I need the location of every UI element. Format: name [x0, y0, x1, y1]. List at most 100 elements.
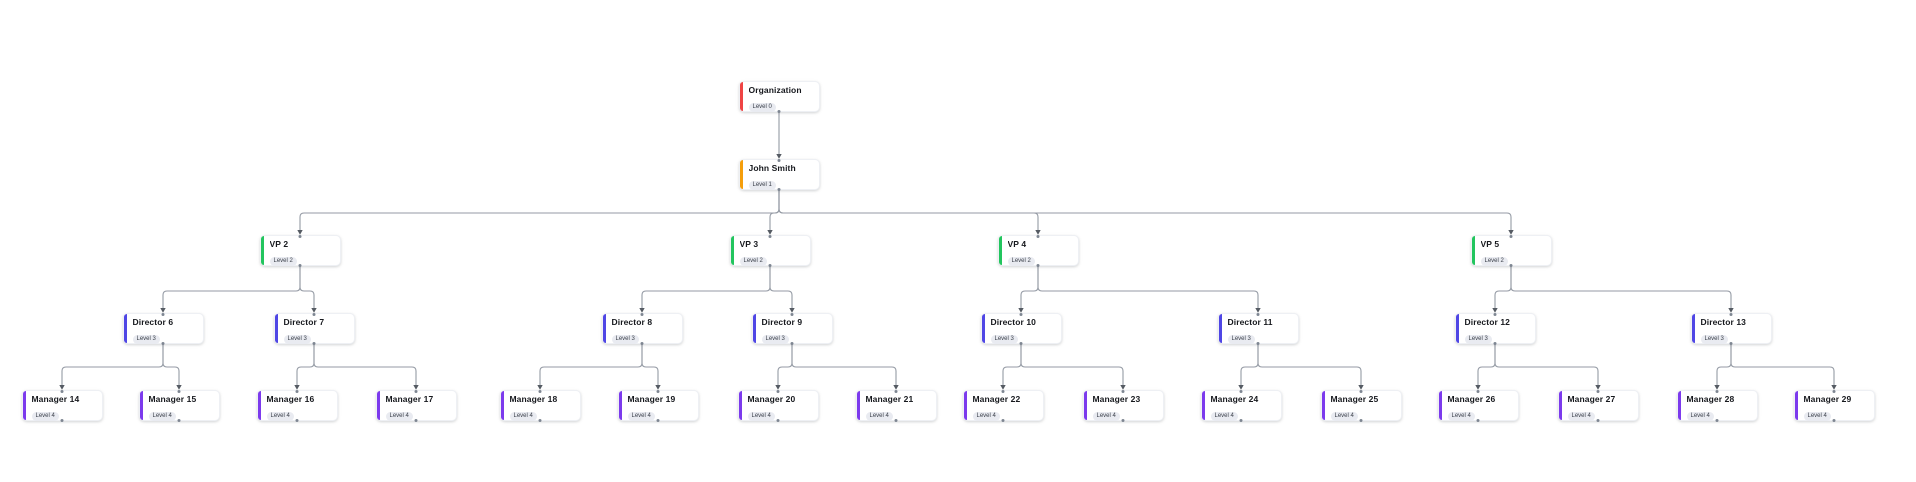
- target-handle[interactable]: [1256, 312, 1260, 316]
- target-handle[interactable]: [414, 389, 418, 393]
- target-handle[interactable]: [1509, 234, 1513, 238]
- target-handle[interactable]: [1239, 389, 1243, 393]
- source-handle[interactable]: [1036, 263, 1040, 267]
- level-accent-bar: [1438, 391, 1442, 420]
- target-handle[interactable]: [640, 312, 644, 316]
- target-handle[interactable]: [298, 234, 302, 238]
- target-handle[interactable]: [1121, 389, 1125, 393]
- source-handle[interactable]: [60, 418, 64, 422]
- source-handle[interactable]: [1256, 341, 1260, 345]
- target-handle[interactable]: [312, 312, 316, 316]
- source-handle[interactable]: [656, 418, 660, 422]
- target-handle[interactable]: [1832, 389, 1836, 393]
- target-handle[interactable]: [656, 389, 660, 393]
- target-handle[interactable]: [894, 389, 898, 393]
- target-handle[interactable]: [777, 158, 781, 162]
- source-handle[interactable]: [1729, 341, 1733, 345]
- source-handle[interactable]: [1832, 418, 1836, 422]
- target-handle[interactable]: [60, 389, 64, 393]
- target-handle[interactable]: [1001, 389, 1005, 393]
- target-handle[interactable]: [768, 234, 772, 238]
- source-handle[interactable]: [768, 263, 772, 267]
- source-handle[interactable]: [1239, 418, 1243, 422]
- level-badge: Level 1: [748, 181, 776, 190]
- source-handle[interactable]: [777, 187, 781, 191]
- source-handle[interactable]: [177, 418, 181, 422]
- source-handle[interactable]: [1001, 418, 1005, 422]
- source-handle[interactable]: [776, 418, 780, 422]
- source-handle[interactable]: [894, 418, 898, 422]
- target-handle[interactable]: [1476, 389, 1480, 393]
- target-handle[interactable]: [1596, 389, 1600, 393]
- node-name: Manager 14: [31, 395, 80, 404]
- source-handle[interactable]: [1493, 341, 1497, 345]
- source-handle[interactable]: [790, 341, 794, 345]
- target-handle[interactable]: [790, 312, 794, 316]
- target-handle[interactable]: [1019, 312, 1023, 316]
- source-handle[interactable]: [298, 263, 302, 267]
- target-handle[interactable]: [295, 389, 299, 393]
- source-handle[interactable]: [312, 341, 316, 345]
- target-handle[interactable]: [1036, 234, 1040, 238]
- edge-director-10-manager-23: [1020, 344, 1124, 386]
- source-handle[interactable]: [295, 418, 299, 422]
- target-handle[interactable]: [776, 389, 780, 393]
- level-accent-bar: [739, 82, 743, 111]
- target-handle[interactable]: [177, 389, 181, 393]
- source-handle[interactable]: [1121, 418, 1125, 422]
- level-badge: Level 4: [1447, 412, 1475, 421]
- source-handle[interactable]: [161, 341, 165, 345]
- edge-arrowhead-icon: [1475, 385, 1481, 390]
- target-handle[interactable]: [1359, 389, 1363, 393]
- source-handle[interactable]: [414, 418, 418, 422]
- source-handle[interactable]: [1596, 418, 1600, 422]
- target-handle[interactable]: [161, 312, 165, 316]
- source-handle[interactable]: [777, 109, 781, 113]
- target-handle[interactable]: [1729, 312, 1733, 316]
- source-handle[interactable]: [1509, 263, 1513, 267]
- level-accent-bar: [22, 391, 26, 420]
- source-handle[interactable]: [640, 341, 644, 345]
- target-handle[interactable]: [1715, 389, 1719, 393]
- node-name: Director 13: [1700, 318, 1747, 327]
- edge-john-smith-vp-5: [778, 190, 1512, 231]
- source-handle[interactable]: [1019, 341, 1023, 345]
- source-handle[interactable]: [1715, 418, 1719, 422]
- source-handle[interactable]: [1476, 418, 1480, 422]
- source-handle[interactable]: [538, 418, 542, 422]
- source-handle[interactable]: [1359, 418, 1363, 422]
- target-handle[interactable]: [1493, 312, 1497, 316]
- target-handle[interactable]: [538, 389, 542, 393]
